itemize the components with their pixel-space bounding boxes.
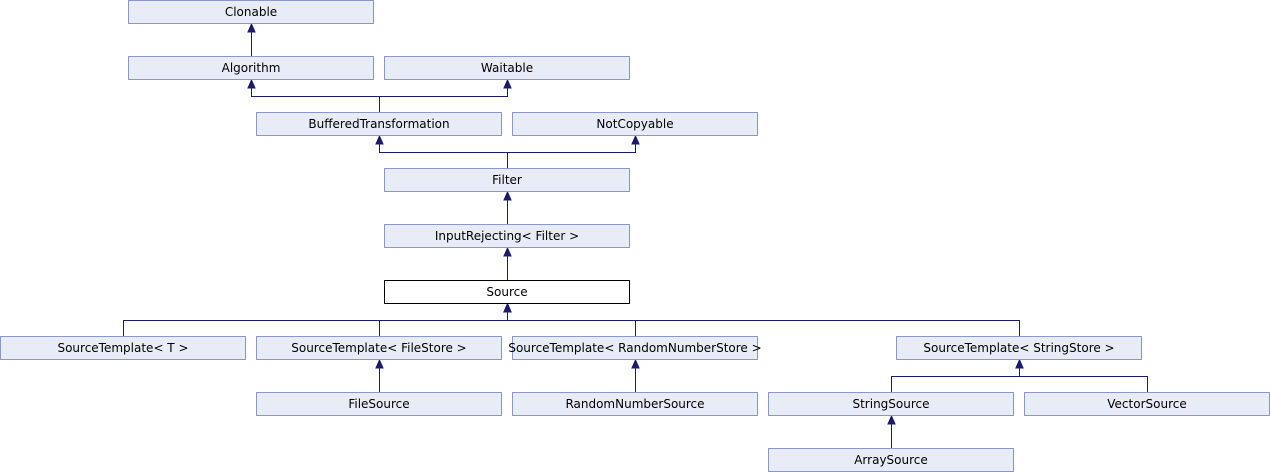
node-not-copyable[interactable]: NotCopyable	[512, 112, 758, 136]
node-label-algorithm: Algorithm	[222, 61, 281, 75]
arrowhead-input-rejecting-to-filter	[503, 190, 512, 201]
node-input-rejecting[interactable]: InputRejecting< Filter >	[384, 224, 630, 248]
node-label-array-source: ArraySource	[854, 453, 928, 467]
arrowhead-array-source-to-string-source	[887, 414, 896, 425]
node-file-source[interactable]: FileSource	[256, 392, 502, 416]
arrowhead-source-template-stringstore-to-source	[503, 302, 512, 313]
node-source: Source	[384, 280, 630, 304]
node-label-waitable: Waitable	[481, 61, 533, 75]
node-label-clonable: Clonable	[225, 5, 277, 19]
node-source-template-randomnumberstore[interactable]: SourceTemplate< RandomNumberStore >	[508, 336, 762, 360]
edge-source-template-randomnumberstore-to-source	[507, 311, 636, 336]
arrowhead-filter-to-buffered-transformation	[375, 134, 384, 145]
node-label-filter: Filter	[492, 173, 522, 187]
arrowhead-file-source-to-source-template-filestore	[375, 358, 384, 369]
node-label-input-rejecting: InputRejecting< Filter >	[435, 229, 579, 243]
arrowhead-algorithm-to-clonable	[247, 22, 256, 33]
node-label-random-number-source: RandomNumberSource	[565, 397, 704, 411]
inheritance-edges	[123, 22, 1148, 448]
node-filter[interactable]: Filter	[384, 168, 630, 192]
edge-source-template-t-to-source	[123, 311, 508, 336]
node-clonable[interactable]: Clonable	[128, 0, 374, 24]
node-label-buffered-transformation: BufferedTransformation	[308, 117, 449, 131]
edge-source-template-stringstore-to-source	[507, 311, 1020, 336]
node-label-file-source: FileSource	[348, 397, 409, 411]
node-label-source-template-randomnumberstore: SourceTemplate< RandomNumberStore >	[508, 341, 761, 355]
node-label-source-template-t: SourceTemplate< T >	[57, 341, 188, 355]
node-label-not-copyable: NotCopyable	[596, 117, 673, 131]
edge-buffered-transformation-to-algorithm	[251, 87, 380, 112]
node-label-source-template-filestore: SourceTemplate< FileStore >	[291, 341, 467, 355]
node-waitable[interactable]: Waitable	[384, 56, 630, 80]
node-vector-source[interactable]: VectorSource	[1024, 392, 1270, 416]
node-buffered-transformation[interactable]: BufferedTransformation	[256, 112, 502, 136]
edge-string-source-to-source-template-stringstore	[891, 367, 1020, 392]
node-random-number-source[interactable]: RandomNumberSource	[512, 392, 758, 416]
node-label-source-template-stringstore: SourceTemplate< StringStore >	[923, 341, 1114, 355]
arrowhead-random-number-source-to-source-template-randomnumberstore	[631, 358, 640, 369]
node-label-source: Source	[486, 285, 527, 299]
node-algorithm[interactable]: Algorithm	[128, 56, 374, 80]
arrowhead-vector-source-to-source-template-stringstore	[1015, 358, 1024, 369]
node-source-template-filestore[interactable]: SourceTemplate< FileStore >	[256, 336, 502, 360]
arrowhead-buffered-transformation-to-waitable	[503, 78, 512, 89]
arrowhead-buffered-transformation-to-algorithm	[247, 78, 256, 89]
node-string-source[interactable]: StringSource	[768, 392, 1014, 416]
node-source-template-stringstore[interactable]: SourceTemplate< StringStore >	[896, 336, 1142, 360]
edge-buffered-transformation-to-waitable	[379, 87, 508, 112]
arrowhead-source-to-input-rejecting	[503, 246, 512, 257]
node-label-string-source: StringSource	[852, 397, 929, 411]
node-array-source[interactable]: ArraySource	[768, 448, 1014, 472]
edge-filter-to-not-copyable	[507, 143, 636, 168]
arrowhead-filter-to-not-copyable	[631, 134, 640, 145]
edge-filter-to-buffered-transformation	[379, 143, 508, 168]
node-label-vector-source: VectorSource	[1107, 397, 1186, 411]
node-source-template-t[interactable]: SourceTemplate< T >	[0, 336, 246, 360]
edge-vector-source-to-source-template-stringstore	[1019, 367, 1148, 392]
edge-source-template-filestore-to-source	[379, 311, 508, 336]
